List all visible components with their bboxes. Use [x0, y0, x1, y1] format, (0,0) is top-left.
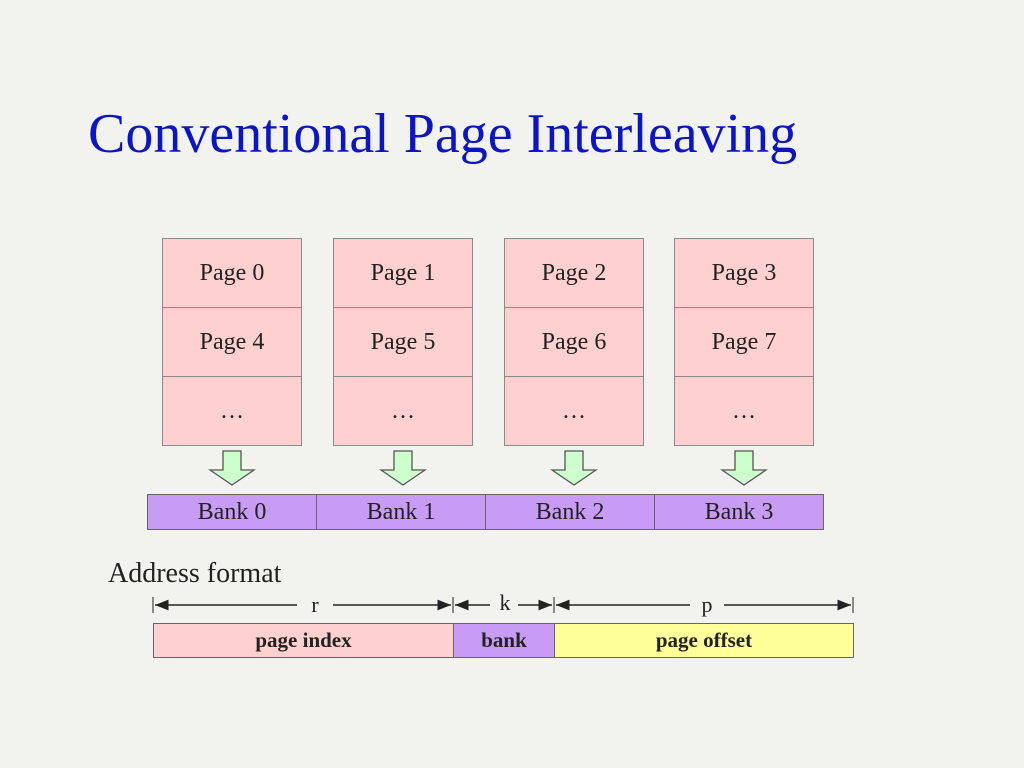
bank-cell: Bank 1	[317, 495, 486, 529]
page-cell: Page 2	[505, 239, 643, 308]
page-cell: Page 3	[675, 239, 813, 308]
page-cell: Page 1	[334, 239, 472, 308]
page-column-1: Page 1 Page 5 …	[333, 238, 473, 446]
down-arrow-icon	[379, 450, 427, 486]
page-cell: Page 4	[163, 308, 301, 377]
down-arrow-icon	[550, 450, 598, 486]
address-format-label: Address format	[108, 558, 282, 589]
bank-cell: Bank 3	[704, 499, 774, 525]
ellipsis-cell: …	[732, 398, 756, 424]
ellipsis-cell: …	[220, 398, 244, 424]
page-title: Conventional Page Interleaving	[88, 103, 798, 165]
ellipsis-cell: …	[562, 398, 586, 424]
down-arrow-icon	[720, 450, 768, 486]
page-column-3: Page 3 Page 7 …	[674, 238, 814, 446]
dim-r-label: r	[311, 592, 319, 617]
bank-field: bank	[454, 624, 555, 657]
page-cell: Page 0	[163, 239, 301, 308]
page-offset-field: page offset	[555, 624, 853, 657]
bank-cell: Bank 0	[148, 495, 317, 529]
dim-k-label: k	[499, 590, 511, 615]
bank-row: Bank 0 Bank 1 Bank 2 Bank 3	[147, 494, 824, 530]
bank-cell: Bank 2	[486, 495, 655, 529]
ellipsis-cell: …	[391, 398, 415, 424]
dim-p-label: p	[701, 592, 713, 617]
down-arrow-icon	[208, 450, 256, 486]
page-column-2: Page 2 Page 6 …	[504, 238, 644, 446]
page-cell: Page 6	[505, 308, 643, 377]
page-cell: Page 5	[334, 308, 472, 377]
address-fields: page index bank page offset	[153, 623, 854, 658]
page-column-0: Page 0 Page 4 …	[162, 238, 302, 446]
page-cell: Page 7	[675, 308, 813, 377]
page-index-field: page index	[154, 624, 454, 657]
